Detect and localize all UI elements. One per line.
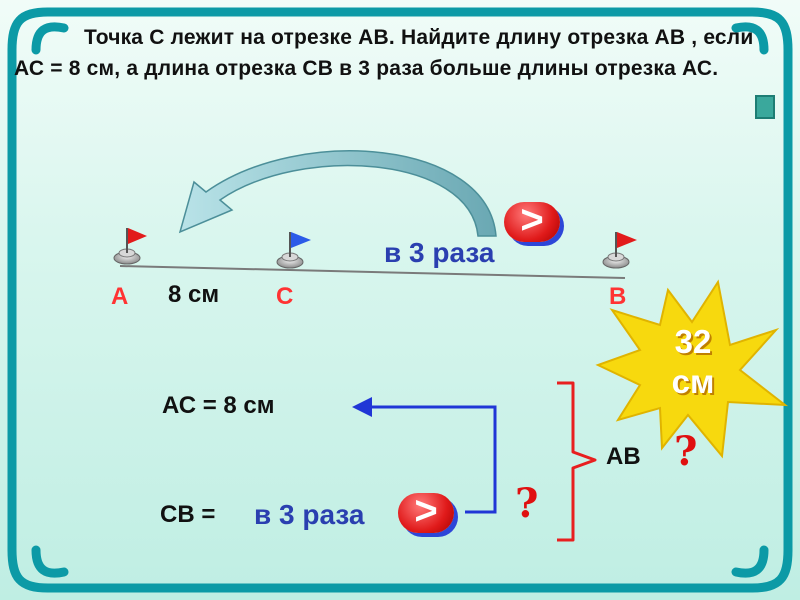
answer-text: 32 см (658, 322, 728, 402)
segment-ab (119, 265, 626, 279)
right-brace-icon (557, 381, 597, 542)
decorative-frame (7, 7, 793, 593)
ratio-label-bottom: в 3 раза (254, 499, 365, 530)
answer-value: 32 (674, 323, 712, 360)
curved-arrow-icon (178, 150, 497, 237)
ratio-label-top: в 3 раза (384, 237, 495, 268)
segment-ac-length-label: 8 см (168, 281, 220, 308)
cb-equation-prefix: СВ = (160, 501, 216, 528)
answer-unit: см (671, 363, 715, 400)
flag-a-icon (113, 228, 147, 265)
greater-button-top[interactable]: > (504, 200, 560, 242)
point-c-label: С (276, 283, 294, 310)
greater-button-bottom[interactable]: > (398, 491, 454, 533)
flag-c-icon (276, 232, 311, 269)
blue-arrow-line (365, 405, 497, 514)
flag-b-icon (602, 232, 637, 269)
question-mark-cb[interactable]: ? (515, 480, 539, 527)
frame-corner-square (755, 95, 775, 119)
blue-arrow-head-icon (352, 397, 372, 417)
ab-label: АВ (606, 443, 641, 470)
ac-equation: АС = 8 см (162, 392, 275, 419)
point-a-label: А (111, 283, 129, 310)
point-b-label: В (609, 283, 627, 310)
question-mark-ab[interactable]: ? (674, 428, 698, 475)
problem-text: Точка С лежит на отрезке АВ. Найдите дли… (14, 26, 754, 80)
answer-burst-icon (595, 279, 789, 459)
